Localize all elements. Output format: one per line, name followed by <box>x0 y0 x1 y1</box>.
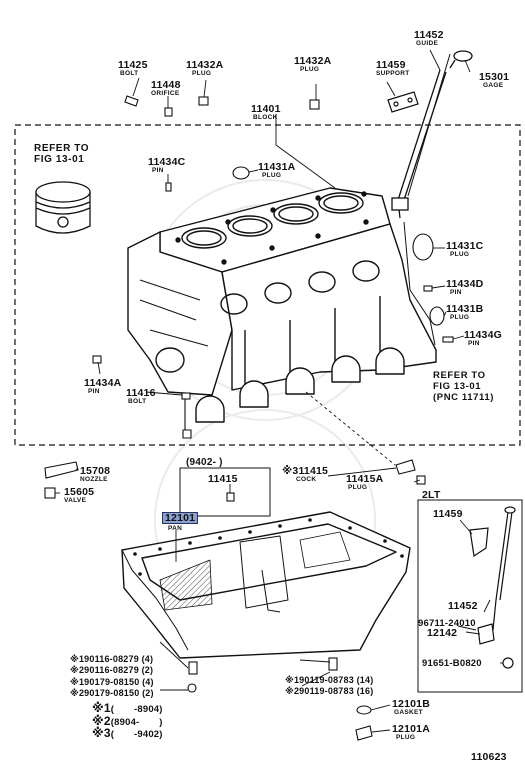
2lt-dipstick-drawing <box>469 506 516 669</box>
9402-inset-frame <box>179 467 271 517</box>
label-12101a: 12101A PLUG <box>392 723 430 741</box>
label-11415-box: 11415 <box>208 473 238 485</box>
label-11401: 11401 BLOCK <box>251 103 281 121</box>
label-15605: 15605 VALVE <box>64 486 95 504</box>
support-bracket-drawing <box>387 91 419 113</box>
cylinder-block-drawing <box>127 187 437 423</box>
bolt-ref-right-1: ※190119-08783 (14) <box>285 675 374 685</box>
block-assembly-boundary <box>14 124 521 446</box>
label-11434d: 11434D PIN <box>446 278 484 296</box>
label-11459: 11459 SUPPORT <box>376 59 410 77</box>
applicability-legend: ※1( -8904) ※2(8904- ) ※3( -9402) <box>92 701 163 741</box>
label-11432a-left: 11432A PLUG <box>186 59 224 77</box>
label-11425: 11425 BOLT <box>118 59 148 77</box>
label-11434c: 11434C PIN <box>148 156 186 174</box>
bolt-ref-left-3: ※190179-08150 (4) <box>70 677 154 687</box>
label-11431a: 11431A PLUG <box>258 161 296 179</box>
oil-pan-drawing <box>121 511 411 659</box>
label-12142: 12142 <box>427 627 458 639</box>
label-9402-box: (9402- ) <box>186 457 223 468</box>
dipstick-drawing <box>391 50 473 346</box>
bolt-ref-left-1: ※190116-08279 (4) <box>70 654 154 664</box>
refer-to-fig-piston: REFER TO FIG 13-01 <box>34 143 90 165</box>
label-12101b: 12101B GASKET <box>392 698 430 716</box>
label-96711: 96711-24010 <box>418 618 476 629</box>
2lt-inset-frame <box>417 499 523 693</box>
label-2lt: 2LT <box>422 489 441 501</box>
bolt-ref-left-list: ※190116-08279 (4) ※290116-08279 (2) ※190… <box>70 654 154 698</box>
label-11415-cock: ※311415 COCK <box>282 465 329 483</box>
label-11432a-right: 11432A PLUG <box>294 55 332 73</box>
label-11459-2lt: 11459 <box>433 508 463 520</box>
legend-row-3: ※3( -9402) <box>92 726 163 740</box>
bolt-ref-left-4: ※290179-08150 (2) <box>70 687 154 698</box>
bolt-ref-right-list: ※190119-08783 (14) ※290119-08783 (16) <box>285 675 373 696</box>
legend-row-1: ※1( -8904) <box>92 701 163 715</box>
label-11448: 11448 ORIFICE <box>151 79 181 97</box>
label-15708: 15708 NOZZLE <box>80 465 111 483</box>
label-15301: 15301 GAGE <box>479 71 510 89</box>
label-11416: 11416 BOLT <box>126 387 156 405</box>
label-11415a: 11415A PLUG <box>346 473 384 491</box>
bolt-ref-right-2: ※290119-08783 (16) <box>285 685 374 696</box>
leader-lines <box>55 49 503 733</box>
label-11434g: 11434G PIN <box>464 329 502 347</box>
label-12101[interactable]: 12101 PAN <box>162 512 199 532</box>
label-11452: 11452 GUIDE <box>414 29 444 47</box>
label-11434a: 11434A PIN <box>84 377 122 395</box>
label-11452-2lt: 11452 <box>448 600 478 612</box>
legend-row-2: ※2(8904- ) <box>92 713 163 728</box>
small-hardware <box>44 95 454 741</box>
bolt-ref-left-2: ※290116-08279 (2) <box>70 664 154 675</box>
label-11431b: 11431B PLUG <box>446 303 484 321</box>
piston-drawing <box>35 181 91 234</box>
page-number: 110623 <box>471 751 507 763</box>
refer-to-fig-bearing: REFER TO FIG 13-01 (PNC 11711) <box>433 370 494 403</box>
label-91651: 91651-B0820 <box>422 658 482 669</box>
label-11431c: 11431C PLUG <box>446 240 484 258</box>
